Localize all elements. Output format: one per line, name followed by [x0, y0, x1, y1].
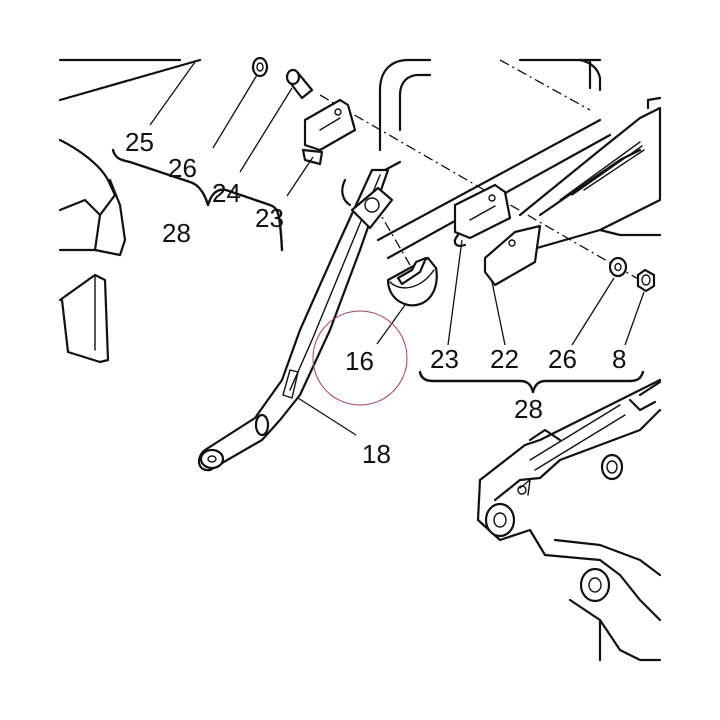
left-fairing-panel	[58, 58, 202, 364]
bracket-part-23	[301, 98, 357, 166]
callout-23-right: 23	[430, 344, 459, 374]
rubber-pad-part-16	[386, 256, 438, 307]
callout-leaders	[149, 61, 645, 436]
nut-part-8	[636, 268, 656, 293]
callout-16: 16	[345, 346, 374, 376]
spacer-part-24	[285, 68, 314, 100]
washer-part-26	[251, 56, 269, 78]
group-brace-28-right	[418, 370, 645, 394]
frame-tubes	[376, 58, 612, 260]
right-frame-panel	[483, 96, 662, 287]
callout-22: 22	[490, 344, 519, 374]
callout-25: 25	[125, 127, 154, 157]
callout-28-right: 28	[514, 394, 543, 424]
bracket-part-23-right	[453, 183, 512, 247]
callout-8: 8	[612, 344, 626, 374]
callout-26-right: 26	[548, 344, 577, 374]
callout-23-left: 23	[255, 203, 284, 233]
swingarm-frame	[476, 378, 662, 662]
callout-18: 18	[362, 439, 391, 469]
callout-26-left: 26	[168, 153, 197, 183]
highlight-circle	[312, 310, 408, 406]
callout-24: 24	[212, 178, 241, 208]
callout-28-left: 28	[162, 218, 191, 248]
assembly-axis-lines	[319, 59, 641, 281]
group-brace-28-left	[111, 148, 284, 252]
side-stand-part-18	[197, 168, 394, 472]
washer-part-26-right	[608, 256, 628, 278]
